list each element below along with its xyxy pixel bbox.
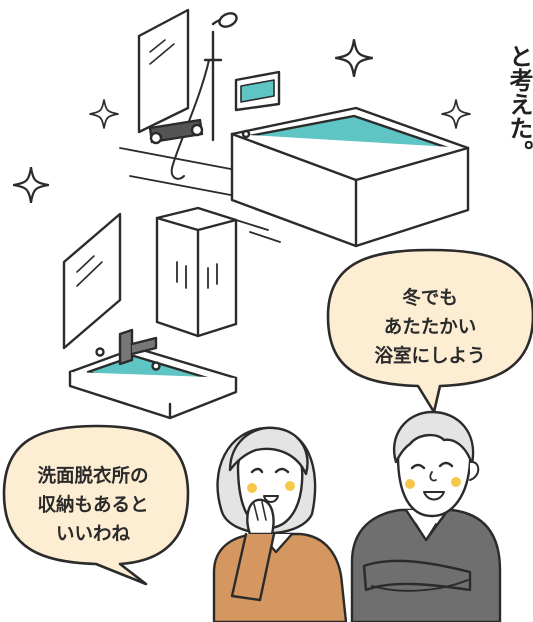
vertical-caption: と考えた。 xyxy=(505,44,533,164)
bubble-line: いいわね xyxy=(55,524,130,545)
bathroom-illustration xyxy=(62,8,470,420)
sparkle-icon xyxy=(12,166,50,204)
bubble-line: あたたかい xyxy=(383,317,477,338)
wife-character xyxy=(212,426,348,622)
bubble-line: 収納もあると xyxy=(37,495,149,516)
husband-character xyxy=(350,410,502,622)
bubble-line: 洗面脱衣所の xyxy=(37,466,149,487)
sparkle-icon xyxy=(440,98,472,130)
speech-bubble-right-text: 冬でも あたたかい 浴室にしよう xyxy=(327,284,533,371)
bubble-line: 浴室にしよう xyxy=(374,346,486,367)
speech-bubble-left-text: 洗面脱衣所の 収納もあると いいわね xyxy=(0,462,186,549)
speech-bubble-left xyxy=(2,424,190,586)
bubble-line: 冬でも xyxy=(402,288,458,309)
sparkle-icon xyxy=(334,38,374,78)
sparkle-icon xyxy=(88,98,120,130)
